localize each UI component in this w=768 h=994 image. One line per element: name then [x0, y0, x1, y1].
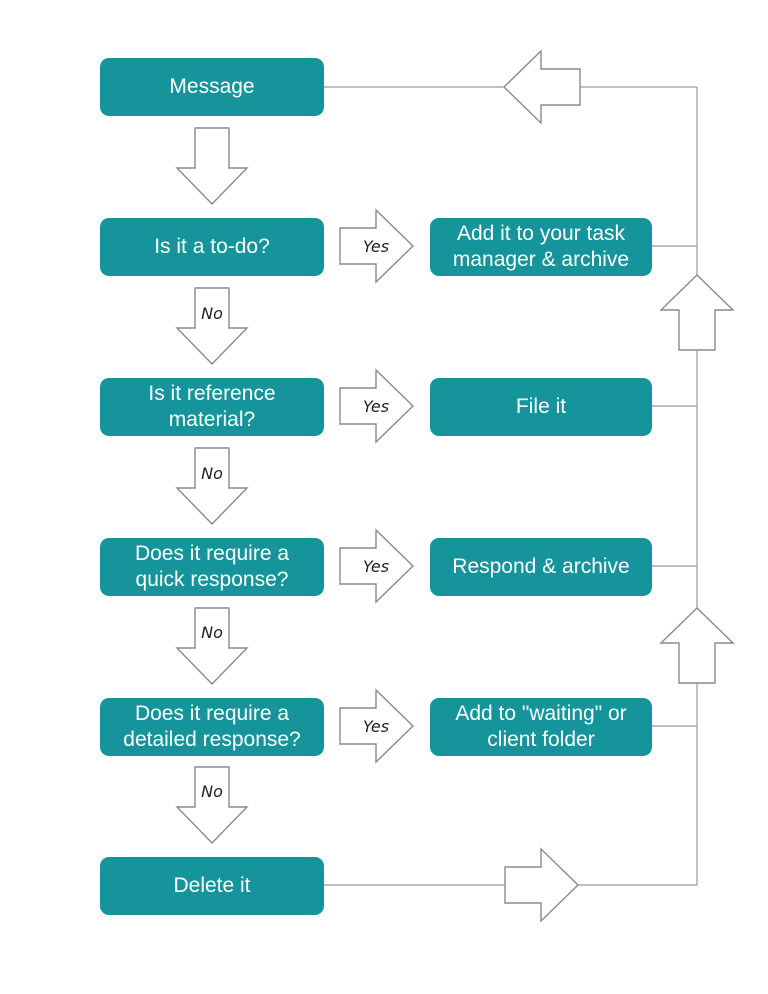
down-arrow-1 [175, 127, 249, 206]
right-arrow-4 [339, 688, 415, 764]
right-arrow-1 [339, 208, 415, 284]
no-label-1: No [201, 304, 223, 323]
up-arrow-1 [659, 274, 735, 351]
question-reference-box: Is it reference material? [100, 378, 324, 436]
action-waiting-box: Add to "waiting" or client folder [430, 698, 652, 756]
yes-label-3: Yes [363, 557, 389, 576]
right-arrow-2 [339, 368, 415, 444]
down-arrow-5 [175, 766, 249, 845]
yes-label-1: Yes [363, 237, 389, 256]
yes-label-4: Yes [363, 717, 389, 736]
yes-label-2: Yes [363, 397, 389, 416]
left-arrow-top [502, 49, 581, 125]
down-arrow-3 [175, 447, 249, 526]
message-box: Message [100, 58, 324, 116]
action-file-box: File it [430, 378, 652, 436]
no-label-4: No [201, 782, 223, 801]
no-label-2: No [201, 464, 223, 483]
down-arrow-2 [175, 287, 249, 366]
delete-box: Delete it [100, 857, 324, 915]
down-arrow-4 [175, 607, 249, 686]
up-arrow-2 [659, 607, 735, 684]
action-task-manager-box: Add it to your task manager & archive [430, 218, 652, 276]
action-respond-box: Respond & archive [430, 538, 652, 596]
question-todo-box: Is it a to-do? [100, 218, 324, 276]
right-arrow-bottom [504, 847, 580, 923]
question-quick-response-box: Does it require a quick response? [100, 538, 324, 596]
right-arrow-3 [339, 528, 415, 604]
question-detailed-response-box: Does it require a detailed response? [100, 698, 324, 756]
no-label-3: No [201, 623, 223, 642]
